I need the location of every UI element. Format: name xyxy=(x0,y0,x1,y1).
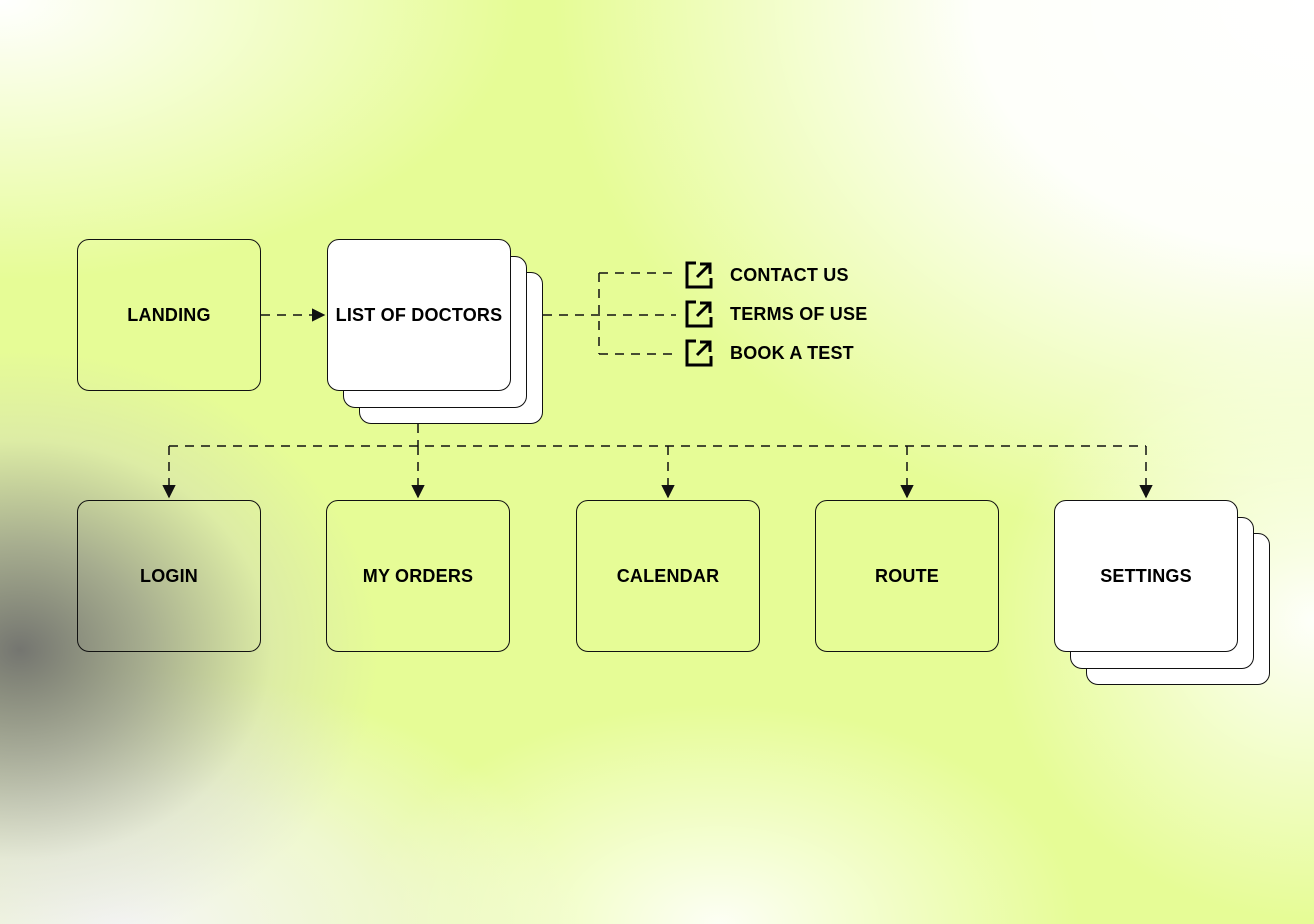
external-link-icon xyxy=(685,261,713,289)
landing-node[interactable]: LANDING xyxy=(77,239,261,391)
landing-label: LANDING xyxy=(127,304,211,325)
login-node[interactable]: LOGIN xyxy=(77,500,261,652)
settings-label: SETTINGS xyxy=(1100,565,1192,586)
book-a-test-label: BOOK A TEST xyxy=(730,342,854,363)
settings-node[interactable]: SETTINGS xyxy=(1054,500,1238,652)
calendar-node[interactable]: CALENDAR xyxy=(576,500,760,652)
calendar-label: CALENDAR xyxy=(616,565,720,586)
login-label: LOGIN xyxy=(140,565,198,586)
route-node[interactable]: ROUTE xyxy=(815,500,999,652)
my-orders-node[interactable]: MY ORDERS xyxy=(326,500,510,652)
external-link-contact-us[interactable]: CONTACT US xyxy=(684,260,849,290)
terms-of-use-label: TERMS OF USE xyxy=(730,303,868,324)
route-label: ROUTE xyxy=(875,565,939,586)
external-link-icon xyxy=(685,300,713,328)
contact-us-label: CONTACT US xyxy=(730,264,849,285)
external-link-icon xyxy=(685,339,713,367)
external-link-terms-of-use[interactable]: TERMS OF USE xyxy=(684,299,867,329)
my-orders-label: MY ORDERS xyxy=(362,565,474,586)
list-of-doctors-label: LIST OF DOCTORS xyxy=(335,304,503,325)
list-of-doctors-node[interactable]: LIST OF DOCTORS xyxy=(327,239,511,391)
external-link-book-a-test[interactable]: BOOK A TEST xyxy=(684,338,854,368)
